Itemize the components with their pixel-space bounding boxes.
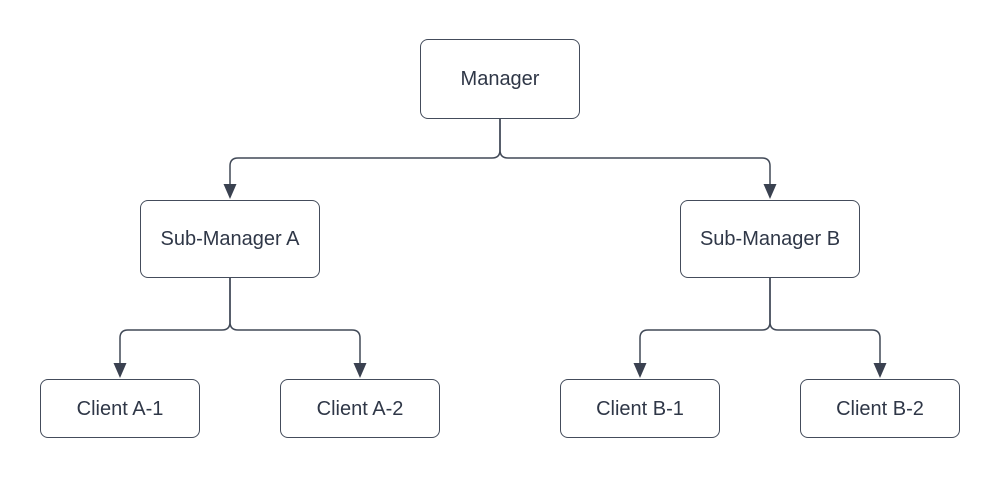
- edge-sub-a-to-client-a2: [229, 278, 361, 365]
- arrowhead-client-b2: [873, 363, 887, 378]
- node-sub-manager-b: Sub-Manager B: [680, 200, 860, 278]
- node-client-a2-label: Client A-2: [316, 397, 404, 420]
- edge-manager-to-sub-a: [229, 119, 501, 186]
- node-manager-label: Manager: [460, 68, 540, 90]
- edge-sub-a-to-client-a1: [119, 278, 231, 365]
- arrowhead-sub-b: [763, 184, 777, 199]
- node-client-a1-label: Client A-1: [76, 397, 164, 420]
- edge-manager-to-sub-b: [499, 119, 771, 186]
- node-sub-manager-a-label: Sub-Manager A: [160, 228, 300, 250]
- node-manager: Manager: [420, 39, 580, 119]
- arrowhead-client-a1: [113, 363, 127, 378]
- arrowhead-client-b1: [633, 363, 647, 378]
- node-client-b1-label: Client B-1: [596, 397, 684, 420]
- edge-sub-b-to-client-b2: [769, 278, 881, 365]
- edge-sub-b-to-client-b1: [639, 278, 771, 365]
- node-client-b2: Client B-2: [800, 379, 960, 438]
- node-sub-manager-b-label: Sub-Manager B: [699, 228, 841, 250]
- node-client-b1: Client B-1: [560, 379, 720, 438]
- node-sub-manager-a: Sub-Manager A: [140, 200, 320, 278]
- arrowhead-client-a2: [353, 363, 367, 378]
- node-client-a1: Client A-1: [40, 379, 200, 438]
- node-client-b2-label: Client B-2: [836, 397, 924, 420]
- arrowhead-sub-a: [223, 184, 237, 199]
- node-client-a2: Client A-2: [280, 379, 440, 438]
